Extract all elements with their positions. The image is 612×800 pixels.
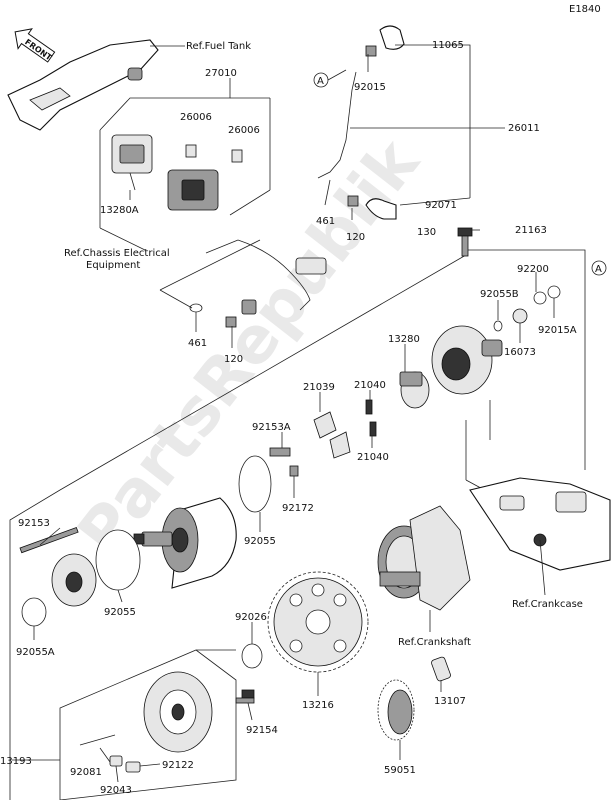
- part-label: 92081: [70, 767, 102, 778]
- bolt-130: [457, 227, 473, 257]
- part-label: 11065: [432, 40, 464, 51]
- part-label: 13216: [302, 700, 334, 711]
- o-ring-92055-upper: [238, 455, 272, 513]
- part-label: 21040: [357, 452, 389, 463]
- ref-chassis-electrical-line2: Equipment: [86, 260, 140, 271]
- part-label: 13107: [434, 696, 466, 707]
- starter-idle-gear-13216: [267, 571, 369, 673]
- part-label: 13193: [0, 756, 32, 767]
- part-label: 130: [417, 227, 436, 238]
- o-ring-92055A: [21, 597, 47, 627]
- ref-crankshaft: Ref.Crankshaft: [398, 637, 471, 648]
- part-label: 461: [316, 216, 335, 227]
- part-label: 21040: [354, 380, 386, 391]
- part-label: 13280A: [100, 205, 139, 216]
- part-label: 92071: [425, 200, 457, 211]
- crankshaft: [377, 505, 471, 611]
- part-label: 92055B: [480, 289, 519, 300]
- ref-fuel-tank: Ref.Fuel Tank: [186, 41, 251, 52]
- part-label: 13280: [388, 334, 420, 345]
- starter-end-cover: [51, 553, 97, 607]
- part-label: 59051: [384, 765, 416, 776]
- starter-lead-wire: [189, 239, 327, 328]
- part-label: 120: [224, 354, 243, 365]
- front-arrow-icon: FRONT: [14, 28, 56, 63]
- fuel-tank-bracket: [7, 39, 185, 131]
- part-label: 92055: [104, 607, 136, 618]
- brush-set-21039: [313, 411, 351, 459]
- part-label: 21163: [515, 225, 547, 236]
- part-label: 92153A: [252, 422, 291, 433]
- gear-59051: [377, 679, 415, 741]
- crankcase: [469, 477, 611, 571]
- o-ring-92055-lower: [95, 529, 141, 591]
- part-label: 21039: [303, 382, 335, 393]
- part-label: 92055: [244, 536, 276, 547]
- part-label: 92154: [246, 725, 278, 736]
- ref-chassis-electrical-line1: Ref.Chassis Electrical: [64, 248, 170, 259]
- starter-motor: [133, 497, 237, 589]
- diagram-code: E1840: [569, 4, 601, 15]
- part-label: 92015: [354, 82, 386, 93]
- part-label: 26006: [180, 112, 212, 123]
- part-label: 92153: [18, 518, 50, 529]
- part-label: 92026: [235, 612, 267, 623]
- part-label: 120: [346, 232, 365, 243]
- callout-a-2: A: [595, 264, 602, 275]
- callout-a-1: A: [317, 76, 324, 87]
- part-label: 92015A: [538, 325, 577, 336]
- ref-crankcase: Ref.Crankcase: [512, 599, 583, 610]
- starter-relay-27010: [167, 144, 243, 211]
- part-label: 461: [188, 338, 207, 349]
- relay-13280A: [111, 134, 153, 191]
- callout-circle-a-2: [591, 260, 607, 276]
- part-label: 92200: [517, 264, 549, 275]
- part-label: 92055A: [16, 647, 55, 658]
- part-label: 27010: [205, 68, 237, 79]
- part-label: 92122: [162, 760, 194, 771]
- battery-cable-26011: [317, 25, 405, 220]
- part-label: 26006: [228, 125, 260, 136]
- starter-cover-21163: [431, 325, 503, 395]
- starter-clutch-13193: [143, 671, 213, 753]
- part-label: 26011: [508, 123, 540, 134]
- part-label: 92043: [100, 785, 132, 796]
- part-label: 16073: [504, 347, 536, 358]
- brush-holder-13280: [399, 371, 430, 409]
- part-label: 92172: [282, 503, 314, 514]
